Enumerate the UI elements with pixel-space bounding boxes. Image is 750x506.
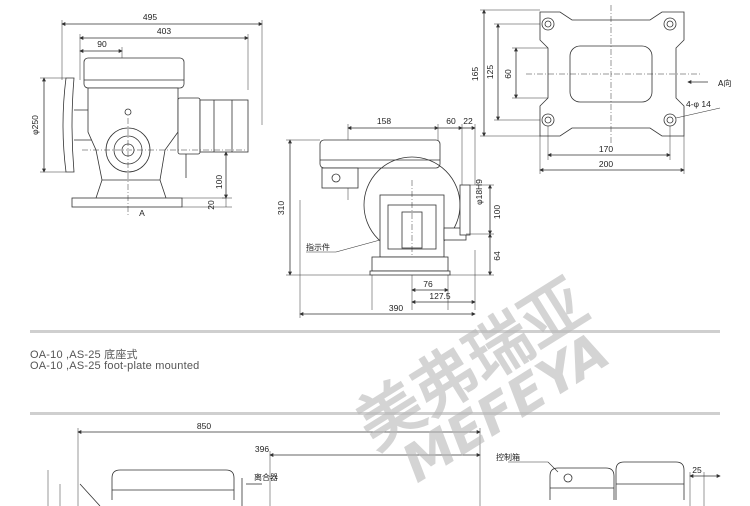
side-view (40, 20, 263, 215)
dim-76: 76 (423, 279, 433, 289)
dim-390: 390 (389, 303, 403, 313)
label-view-A: A向 (718, 78, 731, 88)
dim-158: 158 (377, 116, 391, 126)
dim-125: 125 (485, 65, 495, 79)
base-plan-view (480, 5, 721, 174)
dim-850: 850 (197, 421, 211, 431)
section-divider-top (30, 330, 720, 333)
dim-200: 200 (599, 159, 613, 169)
bottom-view-dim-labels: 850 396 25 离合器 控制箱 (197, 421, 702, 482)
watermark: 美弗瑞亚 MEFEYA (344, 266, 619, 495)
dim-90: 90 (97, 39, 107, 49)
dim-100-side: 100 (214, 175, 224, 189)
dim-4-phi14: 4-φ 14 (686, 99, 711, 109)
dim-22: 22 (463, 116, 473, 126)
dim-60-plan: 60 (503, 69, 513, 79)
dim-310: 310 (276, 201, 286, 215)
caption-line-en: OA-10 ,AS-25 foot-plate mounted (30, 360, 200, 372)
label-indicator: 指示件 (306, 242, 330, 252)
dim-phi250: φ250 (30, 115, 40, 135)
dim-60: 60 (446, 116, 456, 126)
dim-396: 396 (255, 444, 269, 454)
dim-165: 165 (470, 67, 480, 81)
view-arrow-label-A: A (139, 208, 145, 218)
side-view-dim-labels: 495 403 90 φ250 100 20 A (30, 12, 224, 218)
bottom-partial-view (47, 428, 721, 506)
dim-403: 403 (157, 26, 171, 36)
dim-495: 495 (143, 12, 157, 22)
label-control-box: 控制箱 (496, 452, 520, 462)
caption-line-cn: OA-10 ,AS-25 底座式 (30, 349, 138, 361)
dim-127-5: 127.5 (429, 291, 451, 301)
dim-170: 170 (599, 144, 613, 154)
dim-phi18h9: φ18H9 (474, 179, 484, 205)
base-plan-dim-labels: 165 125 60 A向 4-φ 14 170 200 (470, 65, 731, 169)
front-view-dim-labels: 158 60 22 310 φ18H9 100 64 76 127.5 390 … (276, 116, 502, 313)
label-coupler: 离合器 (254, 472, 278, 482)
dim-64: 64 (492, 251, 502, 261)
dim-100-front: 100 (492, 205, 502, 219)
dim-20: 20 (206, 200, 216, 210)
front-view (286, 124, 494, 318)
section-divider-bottom (30, 412, 720, 415)
dim-25: 25 (692, 465, 702, 475)
